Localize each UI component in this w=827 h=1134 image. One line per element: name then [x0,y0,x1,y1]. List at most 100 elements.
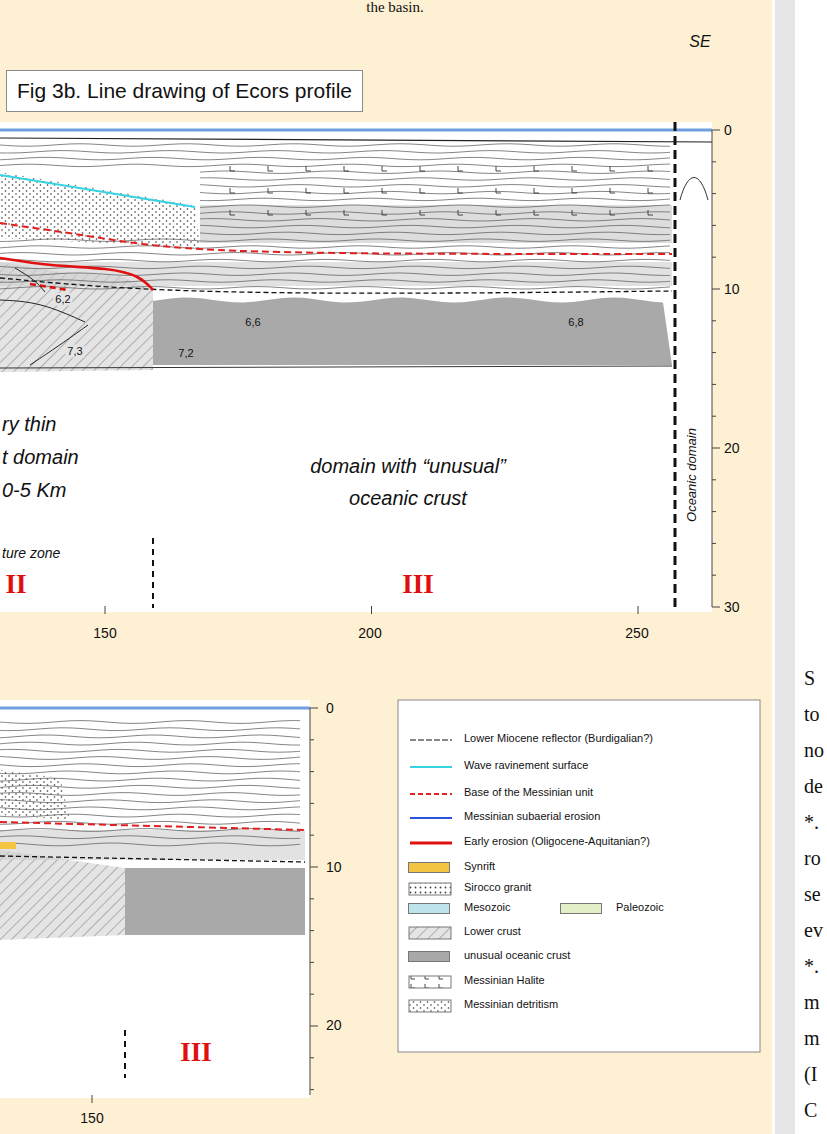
depth-tick [310,771,314,772]
depth-tick [310,835,314,836]
messinian-detritism [0,172,200,248]
legend-text: Lower Miocene reflector (Burdigalian?) [464,732,653,744]
depth-number: 30 [724,599,740,615]
depth-tick [310,708,318,709]
depth-axis [310,708,311,1095]
legend-text: Mesozoic [464,901,510,913]
early-erosion-line [30,284,68,290]
distance-tick [105,606,106,614]
plot-ground [0,700,310,1098]
reflector-line [0,157,670,159]
legend-text: Messinian detritism [464,998,558,1010]
legend-swatch [408,862,450,873]
distance-tick [92,1095,93,1103]
depth-tick [310,898,314,899]
reflector-line [0,259,670,261]
halite-marks [230,166,653,215]
domain-boundary [152,538,154,608]
halite-mark [230,210,235,215]
domain-number: III [180,1037,212,1068]
halite-mark [648,166,653,171]
depth-tick [712,448,720,449]
halite-mark [420,166,425,171]
velocity-value: 6,8 [568,316,583,329]
sediment-lines [0,144,670,289]
halite-mark [230,188,235,193]
legend-text: Lower crust [464,925,521,937]
reflector-line [0,164,670,167]
legend-line [410,739,452,740]
halite-mark [610,166,615,171]
distance-number: 250 [625,625,648,641]
reflector-line [0,807,300,810]
legend-sample [408,880,454,898]
reflector-line [200,185,670,188]
legend-fill [409,927,451,939]
top-section [0,122,720,614]
zone-label: ture zone [2,545,60,561]
reflector-line [0,800,300,803]
unusual-oceanic-crust [153,298,672,365]
depth-number: 20 [326,1017,342,1033]
distance-tick [371,606,372,614]
halite-mark [648,210,653,215]
legend-sample [408,731,454,749]
reflector-line [0,151,670,153]
wave-ravinement-line [0,175,195,207]
legend-text: Wave ravinement surface [464,759,588,771]
depth-number: 10 [724,281,740,297]
reflector-line [0,742,300,745]
halite-mark [382,166,387,171]
reflector-line [0,814,300,817]
halite-mark [268,210,273,215]
distance-number: 150 [93,625,116,641]
depth-number: 0 [326,700,334,716]
halite-mark [344,166,349,171]
halite-mark [268,188,273,193]
depth-number: 0 [724,122,732,138]
depth-tick [712,543,716,544]
depth-tick [310,962,314,963]
reflector-line [0,728,300,731]
depth-tick [310,1026,318,1027]
sea-floor [0,138,712,142]
cut-text: to [804,703,820,726]
reflector-line [0,793,300,796]
lower-miocene-line [0,856,305,862]
cut-text: S [804,667,815,690]
fault-line [15,268,45,292]
halite-mark [496,188,501,193]
legend-text: Synrift [464,860,495,872]
messinian-base-line [0,223,672,254]
legend-swatch [560,903,602,914]
legend-sample [408,834,454,852]
depth-tick [712,225,716,226]
halite-mark [306,188,311,193]
legend-frame [398,700,760,1052]
sea-surface [0,129,712,132]
halite-mark [610,188,615,193]
halite-mark [382,188,387,193]
reflector-line [0,836,300,839]
sea-surface [0,707,310,710]
cut-text: ev [804,919,823,942]
lower-crust [0,850,125,940]
depth-tick [712,193,716,194]
depth-tick [712,511,716,512]
halite-mark [458,210,463,215]
depth-tick [310,1057,314,1058]
legend-text: Paleozoic [616,901,664,913]
cut-text: se [804,883,821,906]
reflector-line [0,764,300,767]
depth-tick [310,930,314,931]
cut-text: no [804,739,824,762]
domain-boundary [674,122,677,612]
depth-tick [712,257,716,258]
depth-tick [712,479,716,480]
cut-text: m [804,991,820,1014]
legend-text: unusual oceanic crust [464,949,570,961]
reflector-line [0,721,300,724]
depth-tick [712,575,716,576]
halite-mark [648,188,653,193]
